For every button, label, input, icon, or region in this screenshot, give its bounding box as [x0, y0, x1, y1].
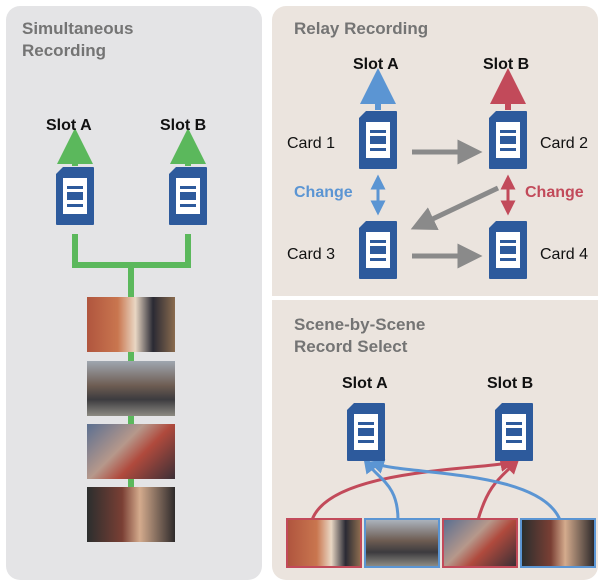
relay-change-left-label: Change — [294, 184, 353, 201]
film-frame-image — [87, 297, 175, 352]
relay-card2-to-card3-arrow — [410, 185, 500, 230]
simultaneous-title-line2: Recording — [22, 41, 107, 60]
simultaneous-slot-b-label: Slot B — [160, 117, 207, 134]
sd-card-icon — [169, 167, 207, 225]
relay-title: Relay Recording — [294, 19, 429, 38]
sd-card-icon — [489, 111, 527, 169]
relay-change-right-label: Change — [525, 184, 584, 201]
film-frame-image — [520, 518, 596, 568]
relay-slot-b-label: Slot B — [483, 56, 530, 73]
film-frame-image — [87, 361, 175, 416]
sd-card-icon — [359, 111, 397, 169]
scene-curves — [310, 456, 562, 521]
sd-card-icon — [495, 403, 533, 461]
sd-card-icon — [347, 403, 385, 461]
film-frame-image — [286, 518, 362, 568]
simultaneous-slot-a-label: Slot A — [46, 117, 92, 134]
film-frame-image — [364, 518, 440, 568]
scene-title: Scene-by-Scene Record Select — [294, 314, 425, 358]
relay-slot-a-label: Slot A — [353, 56, 399, 73]
scene-slot-b-label: Slot B — [487, 375, 534, 392]
film-frame-image — [442, 518, 518, 568]
relay-card2-label: Card 2 — [540, 135, 589, 152]
scene-slot-a-label: Slot A — [342, 375, 388, 392]
relay-card4-label: Card 4 — [540, 246, 589, 263]
sd-card-icon — [489, 221, 527, 279]
relay-card3-label: Card 3 — [287, 246, 336, 263]
sd-card-icon — [359, 221, 397, 279]
relay-card1-label: Card 1 — [287, 135, 336, 152]
film-frame-image — [87, 487, 175, 542]
scene-title-line2: Record Select — [294, 337, 408, 356]
film-frame-image — [87, 424, 175, 479]
simultaneous-title: Simultaneous Recording — [22, 18, 133, 62]
simultaneous-title-line1: Simultaneous — [22, 19, 134, 38]
sd-card-icon — [56, 167, 94, 225]
scene-title-line1: Scene-by-Scene — [294, 315, 426, 334]
